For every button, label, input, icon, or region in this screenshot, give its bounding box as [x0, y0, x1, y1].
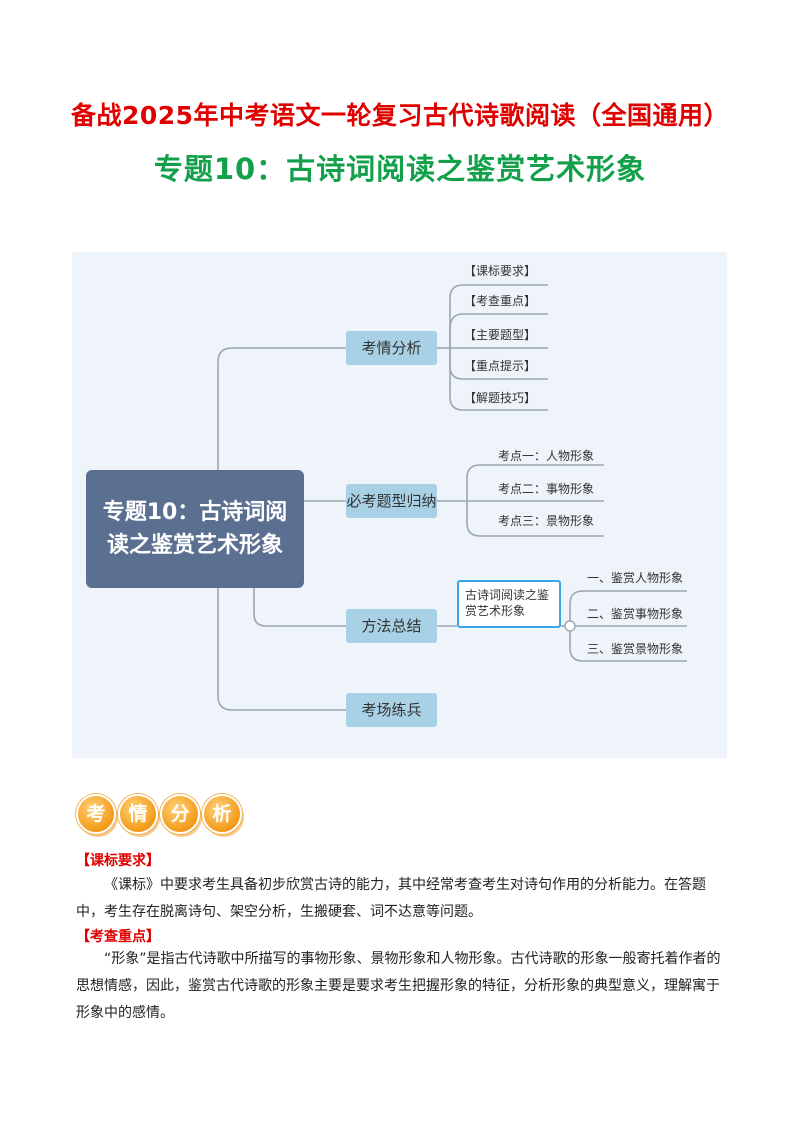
- connector-kaoqing: [217, 347, 346, 470]
- leaf-kaodian-3: 考点三：景物形象: [498, 514, 595, 528]
- leaf-method-2: 二、鉴赏事物形象: [587, 607, 684, 621]
- connector-kaochang: [217, 588, 346, 711]
- badge-char: 析: [202, 794, 242, 834]
- leaf-method-3: 三、鉴赏景物形象: [587, 642, 684, 656]
- badge-char: 情: [118, 794, 158, 834]
- badge-char: 分: [160, 794, 200, 834]
- paragraph-kebiao: 《课标》中要求考生具备初步欣赏古诗的能力，其中经常考查考生对诗句作用的分析能力。…: [76, 877, 706, 920]
- leaf-tixing: 【主要题型】: [464, 328, 537, 342]
- branch-kaochang: 考场练兵: [346, 693, 437, 727]
- method-summary-box: 古诗词阅读之鉴赏艺术形象: [457, 580, 561, 628]
- leaf-kaodian-2: 考点二：事物形象: [498, 482, 595, 496]
- paragraph-kaocha: “形象”是指古代诗歌中所描写的事物形象、景物形象和人物形象。古代诗歌的形象一般寄…: [76, 951, 721, 1021]
- leaf-kaodian-1: 考点一：人物形象: [498, 449, 595, 463]
- leaf-method-1: 一、鉴赏人物形象: [587, 571, 684, 585]
- leaf-kaocha: 【考查重点】: [464, 294, 537, 308]
- branch-fangfa: 方法总结: [346, 609, 437, 643]
- branch-kaoqing: 考情分析: [346, 331, 437, 365]
- badge-char: 考: [76, 794, 116, 834]
- leaf-tishi: 【重点提示】: [464, 359, 537, 373]
- leaf-kebiao: 【课标要求】: [464, 264, 537, 278]
- document-title: 备战2025年中考语文一轮复习古代诗歌阅读（全国通用）: [70, 101, 730, 130]
- mind-map-root: 专题10：古诗词阅读之鉴赏艺术形象: [86, 470, 304, 588]
- section-badge: 考 情 分 析: [76, 794, 242, 838]
- connector-fangfa: [253, 588, 346, 627]
- mind-map: 专题10：古诗词阅读之鉴赏艺术形象 考情分析 必考题型归纳 方法总结 考场练兵 …: [72, 252, 727, 758]
- branch-bikao: 必考题型归纳: [346, 484, 437, 518]
- section-label-kebiao: 【课标要求】: [76, 853, 160, 869]
- leaf-jiqiao: 【解题技巧】: [464, 391, 537, 405]
- section-label-kaocha: 【考查重点】: [76, 929, 160, 945]
- mind-map-connectors: [217, 284, 687, 711]
- document-subtitle: 专题10：古诗词阅读之鉴赏艺术形象: [153, 152, 647, 186]
